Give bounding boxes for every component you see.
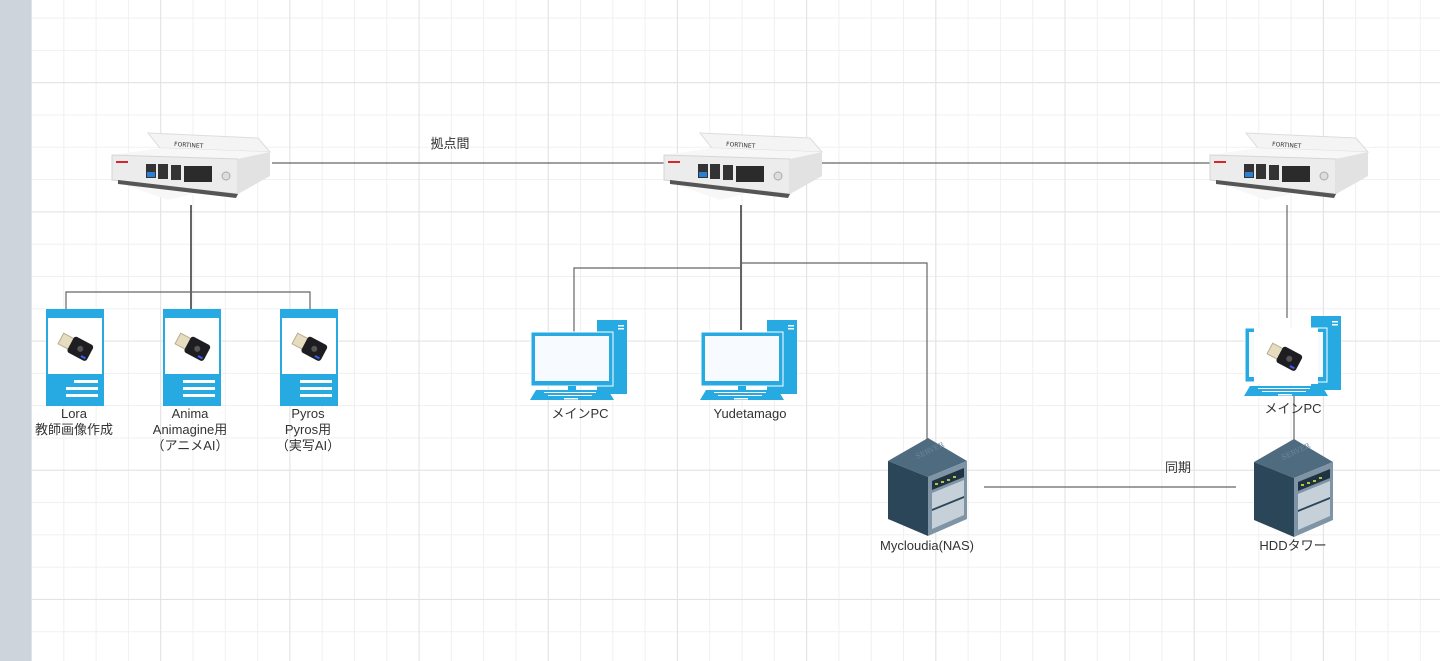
label-line: Animagine用 <box>152 422 228 437</box>
server-pyros-label: Pyros Pyros用 （実写AI） <box>276 406 340 454</box>
desktop-pc-with-usb-accelerator-icon <box>1244 316 1341 396</box>
pc-yudetamago-label: Yudetamago <box>713 406 787 421</box>
server-lora-label: Lora 教師画像作成 <box>35 406 113 438</box>
server-with-usb-accelerator-icon <box>280 309 338 406</box>
server-with-usb-accelerator-icon <box>46 309 104 406</box>
svg-text:FORTINET: FORTINET <box>726 141 756 150</box>
server-tower-icon: SERVER <box>1254 439 1333 537</box>
firewall-center[interactable]: FORTINET <box>660 128 826 208</box>
label-line: （実写AI） <box>275 438 341 453</box>
pc-main-center-label: メインPC <box>551 406 609 421</box>
wire-bus-left-servers[interactable] <box>65 291 311 309</box>
pc-yudetamago[interactable] <box>700 320 800 402</box>
label-line: Pyros用 <box>284 422 332 437</box>
desktop-pc-icon <box>530 320 627 400</box>
label-line: Anima <box>171 406 209 421</box>
server-with-usb-accelerator-icon <box>163 309 221 406</box>
firewall-right[interactable]: FORTINET <box>1206 128 1372 208</box>
edge-label-sync: 同期 <box>1164 460 1192 475</box>
hdd-tower-label: HDDタワー <box>1259 538 1327 553</box>
svg-text:FORTINET: FORTINET <box>174 141 204 150</box>
wire-to-main-pc[interactable] <box>573 267 741 332</box>
server-anima-label: Anima Animagine用 （アニメAI） <box>151 406 228 454</box>
pc-main-right-label: メインPC <box>1264 401 1322 416</box>
left-side-panel[interactable] <box>0 0 31 661</box>
label-line: Lora <box>60 406 88 421</box>
diagram-canvas[interactable] <box>31 0 1440 661</box>
hdd-tower[interactable]: SERVER <box>1253 438 1335 538</box>
label-line: Pyros <box>291 406 325 421</box>
label-line: （アニメAI） <box>151 438 229 453</box>
firewall-left[interactable]: FORTINET <box>108 128 274 208</box>
server-lora[interactable] <box>46 309 104 406</box>
desktop-pc-icon <box>700 320 797 400</box>
server-pyros[interactable] <box>280 309 338 406</box>
fortinet-firewall-icon: FORTINET <box>111 132 272 200</box>
pc-main-right[interactable] <box>1244 316 1344 398</box>
fortinet-firewall-icon: FORTINET <box>663 132 824 200</box>
pc-main-center[interactable] <box>530 320 630 402</box>
server-tower-icon: SERVER <box>888 438 967 536</box>
fortinet-firewall-icon: FORTINET <box>1209 132 1370 200</box>
edge-label-site-to-site: 拠点間 <box>430 136 470 151</box>
label-line: 教師画像作成 <box>34 422 114 437</box>
svg-text:FORTINET: FORTINET <box>1272 141 1302 150</box>
wire-to-nas[interactable] <box>741 262 928 440</box>
nas-mycloudia-label: Mycloudia(NAS) <box>880 538 974 553</box>
server-anima[interactable] <box>163 309 221 406</box>
nas-mycloudia[interactable]: SERVER <box>887 437 969 537</box>
